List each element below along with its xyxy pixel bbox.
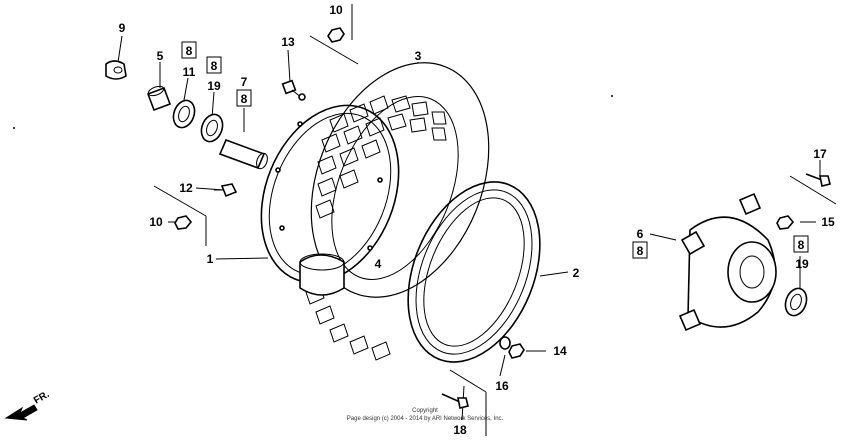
callout-15: 15 bbox=[821, 215, 835, 229]
callout-17: 17 bbox=[813, 147, 827, 161]
copyright-notice: Copyright Page design (c) 2004 - 2014 by… bbox=[347, 408, 504, 422]
callout-7: 7 bbox=[241, 75, 248, 89]
nut-part-left bbox=[174, 215, 193, 230]
stray-dot bbox=[13, 127, 15, 129]
bearing-part-11 bbox=[172, 99, 196, 129]
tube-part bbox=[299, 253, 345, 296]
callout-12: 12 bbox=[179, 181, 193, 195]
cap-nut-part bbox=[105, 60, 127, 80]
distance-collar-part bbox=[218, 138, 268, 170]
bolt-part-12 bbox=[214, 183, 238, 198]
boxed-callouts: 8 8 8 8 8 bbox=[181, 41, 809, 259]
callout-16: 16 bbox=[495, 379, 509, 393]
boxed-callout-8-a: 8 bbox=[186, 44, 193, 58]
copyright-line-1: Copyright bbox=[412, 408, 438, 414]
rim-half-part-2 bbox=[407, 181, 541, 363]
callout-4: 4 bbox=[375, 257, 382, 271]
nut-part-top bbox=[327, 27, 345, 43]
arrow-icon bbox=[4, 404, 38, 421]
stray-dot bbox=[611, 95, 613, 97]
callout-10-left: 10 bbox=[149, 215, 163, 229]
callout-3: 3 bbox=[415, 49, 422, 63]
bearing-part-19-right bbox=[784, 287, 808, 317]
boxed-callout-8-d: 8 bbox=[637, 244, 644, 258]
valve-nut-part bbox=[499, 336, 525, 359]
rim-half-part-1 bbox=[260, 104, 400, 284]
callout-18: 18 bbox=[453, 423, 467, 437]
callout-19-left: 19 bbox=[207, 79, 221, 93]
bearing-part-19-left bbox=[200, 113, 224, 143]
callout-13: 13 bbox=[281, 35, 295, 49]
copyright-line-2: Page design (c) 2004 - 2014 by ARI Netwo… bbox=[347, 416, 504, 422]
callout-1: 1 bbox=[207, 252, 214, 266]
boxed-callout-8-b: 8 bbox=[211, 59, 218, 73]
direction-label: FR. bbox=[32, 389, 52, 407]
nut-part-15 bbox=[776, 215, 795, 230]
callout-14: 14 bbox=[553, 344, 567, 358]
tire-part bbox=[305, 62, 490, 361]
leader-lines bbox=[117, 4, 837, 436]
boxed-callout-8-c: 8 bbox=[241, 92, 248, 106]
collar-part bbox=[146, 85, 172, 112]
hub-part bbox=[678, 192, 777, 332]
valve-part bbox=[281, 79, 306, 101]
callouts: 9 5 11 19 7 13 10 3 12 10 1 4 2 14 16 18… bbox=[119, 3, 835, 437]
boxed-callout-8-e: 8 bbox=[798, 238, 805, 252]
bolt-part-17 bbox=[805, 173, 831, 187]
callout-19-right: 19 bbox=[795, 257, 809, 271]
callout-6: 6 bbox=[637, 227, 644, 241]
callout-10-top: 10 bbox=[329, 3, 343, 17]
callout-11: 11 bbox=[183, 65, 196, 79]
bolt-part-18 bbox=[441, 393, 469, 409]
callout-5: 5 bbox=[157, 49, 164, 63]
callout-9: 9 bbox=[119, 21, 126, 35]
callout-2: 2 bbox=[573, 266, 580, 280]
front-direction-arrow: FR. bbox=[4, 389, 52, 421]
